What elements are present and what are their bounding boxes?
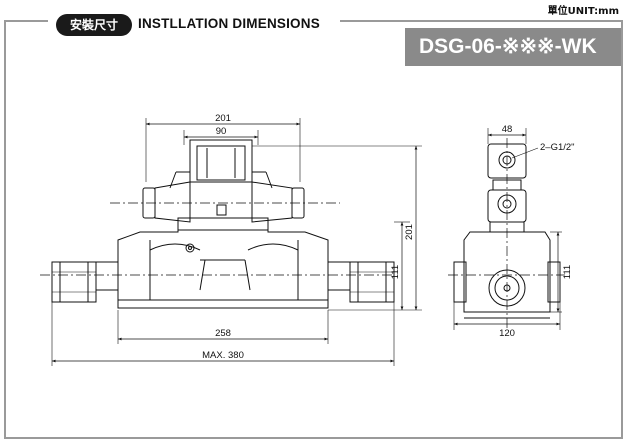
install-size-tag: 安裝尺寸 xyxy=(56,14,132,36)
model-number-banner: DSG-06-※※※-WK xyxy=(405,28,621,66)
port-label: 2–G1/2" xyxy=(540,142,575,153)
dim-111-front: 111 xyxy=(390,265,401,279)
dim-258: 258 xyxy=(215,328,231,339)
dim-90: 90 xyxy=(216,126,227,137)
side-view xyxy=(448,128,565,330)
dim-201-side: 201 xyxy=(404,224,415,240)
dim-120: 120 xyxy=(499,328,515,339)
dim-48: 48 xyxy=(502,124,513,135)
dim-201-top: 201 xyxy=(215,113,231,124)
unit-label: 單位UNIT:mm xyxy=(547,6,619,17)
front-view xyxy=(40,118,422,366)
drawing-title: INSTLLATION DIMENSIONS xyxy=(138,14,326,34)
dim-111-side: 111 xyxy=(562,265,573,279)
dim-max-380: MAX. 380 xyxy=(202,350,244,361)
